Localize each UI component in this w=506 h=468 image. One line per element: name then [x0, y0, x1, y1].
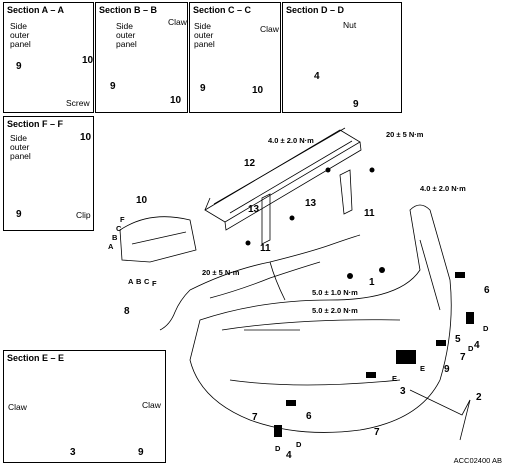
section-letter-c: C — [144, 277, 150, 286]
torque-spec-mid-1: 5.0 ± 1.0 N·m — [312, 288, 358, 297]
part-number-10: 10 — [80, 132, 92, 143]
part-number-4-bottom: 4 — [286, 450, 292, 461]
section-f-f-title: Section F – F — [7, 119, 64, 129]
screw-label: Screw — [66, 98, 90, 108]
side-outer-panel-label: Side outer panel — [194, 21, 215, 49]
part-number-13-right: 13 — [305, 198, 317, 209]
clip-label: Clip — [76, 210, 91, 220]
part-number-1: 1 — [369, 277, 375, 288]
nut-label: Nut — [343, 20, 357, 30]
torque-spec-right: 4.0 ± 2.0 N·m — [420, 184, 466, 193]
section-letter-c: C — [116, 224, 122, 233]
section-b-b-title: Section B – B — [99, 5, 158, 15]
section-c-c: Section C – C Side outer panel Claw 9 10 — [189, 2, 281, 113]
side-outer-panel-label: Side outer panel — [10, 133, 31, 161]
part-number-3: 3 — [400, 386, 406, 397]
part-number-11-left: 11 — [260, 243, 271, 254]
side-outer-panel-label: Side outer panel — [10, 21, 31, 49]
part-number-4-right: 4 — [474, 340, 480, 351]
section-letter-d: D — [483, 324, 489, 333]
part-number-2: 2 — [476, 392, 482, 403]
part-number-7-right: 7 — [460, 352, 466, 363]
part-number-5: 5 — [455, 334, 461, 345]
section-letter-e: E — [392, 374, 398, 383]
part-number-8: 8 — [124, 306, 130, 317]
torque-spec-top: 4.0 ± 2.0 N·m — [268, 136, 314, 145]
section-a-a-title: Section A – A — [7, 5, 65, 15]
part-number-9: 9 — [16, 61, 22, 72]
claw-label-left: Claw — [8, 402, 27, 412]
section-letter-e: E — [420, 364, 426, 373]
section-e-e: Section E – E Claw Claw 3 9 — [3, 350, 166, 463]
section-e-e-title: Section E – E — [7, 353, 65, 363]
part-number-10: 10 — [82, 55, 94, 66]
part-number-9: 9 — [353, 99, 359, 110]
section-f-f: Section F – F Side outer panel 10 9 Clip — [3, 116, 94, 231]
part-number-4: 4 — [314, 71, 320, 82]
part-number-13-left: 13 — [248, 204, 260, 215]
section-letter-f: F — [152, 279, 157, 288]
part-number-10: 10 — [252, 85, 264, 96]
part-number-10: 10 — [136, 195, 148, 206]
part-number-9: 9 — [16, 209, 22, 220]
claw-label: Claw — [168, 17, 187, 27]
section-letter-d: D — [468, 344, 474, 353]
part-number-11-right: 11 — [364, 208, 375, 219]
part-number-9: 9 — [444, 364, 450, 375]
part-number-12: 12 — [244, 158, 256, 169]
part-number-6-right: 6 — [484, 285, 490, 296]
torque-spec-mid-2: 5.0 ± 2.0 N·m — [312, 306, 358, 315]
side-outer-panel-label: Side outer panel — [116, 21, 137, 49]
section-letter-b: B — [112, 233, 118, 242]
torque-spec-top-right: 20 ± 5 N·m — [386, 130, 424, 139]
part-number-6-bottom: 6 — [306, 411, 312, 422]
section-c-c-title: Section C – C — [193, 5, 252, 15]
part-number-7-bottom: 7 — [374, 427, 380, 438]
part-number-9: 9 — [138, 447, 144, 458]
part-number-3: 3 — [70, 447, 76, 458]
section-letter-d: D — [275, 444, 281, 453]
section-letter-d: D — [296, 440, 302, 449]
section-b-b: Section B – B Side outer panel Claw 9 10 — [95, 2, 188, 113]
section-d-d-title: Section D – D — [286, 5, 345, 15]
diagram-code: ACC02400 AB — [453, 456, 502, 465]
section-letter-a: A — [128, 277, 134, 286]
claw-label: Claw — [260, 24, 279, 34]
part-number-9: 9 — [200, 83, 206, 94]
section-letter-f: F — [120, 215, 125, 224]
part-number-7-left: 7 — [252, 412, 258, 423]
section-d-d: Section D – D Nut 4 9 — [282, 2, 402, 113]
claw-label-right: Claw — [142, 400, 161, 410]
section-a-a: Section A – A Side outer panel 9 10 Scre… — [3, 2, 94, 113]
section-letter-a: A — [108, 242, 114, 251]
torque-spec-mid-left: 20 ± 5 N·m — [202, 268, 240, 277]
part-number-9: 9 — [110, 81, 116, 92]
part-number-10: 10 — [170, 95, 182, 106]
section-letter-b: B — [136, 277, 142, 286]
